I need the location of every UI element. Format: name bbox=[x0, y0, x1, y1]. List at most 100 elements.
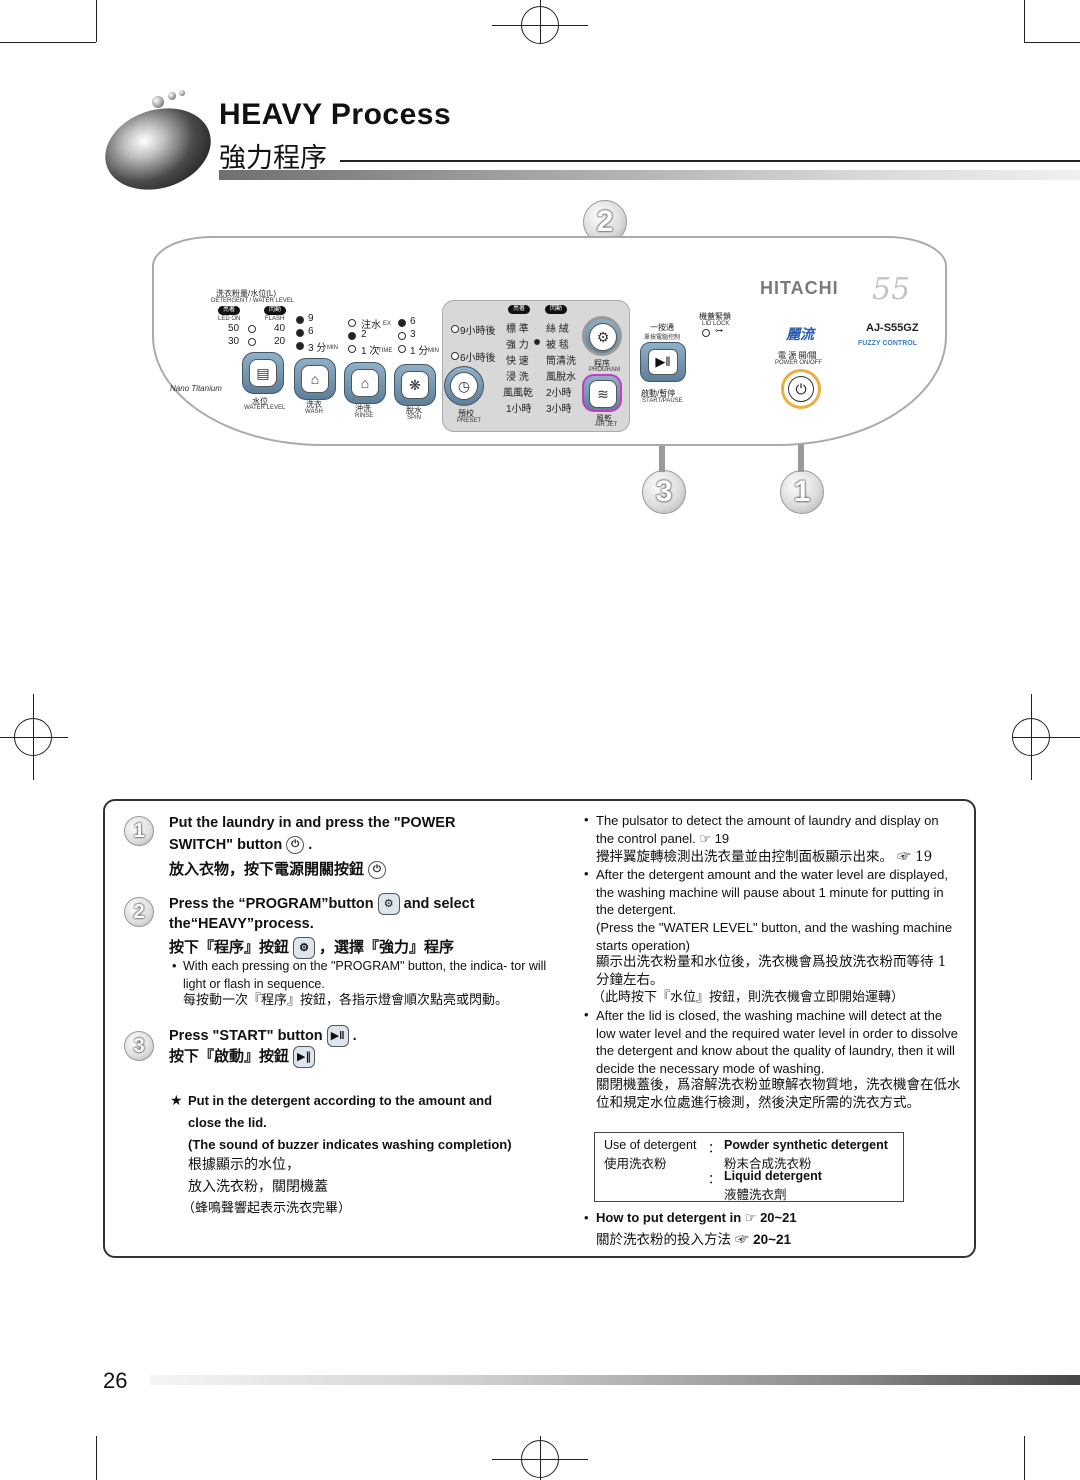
bullet-2-zh: 顯示出洗衣粉量和水位後，洗衣機會爲投放洗衣粉而等待 1 分鐘左右。 bbox=[596, 954, 947, 988]
led-indicator bbox=[398, 345, 406, 353]
led-indicator bbox=[348, 319, 356, 327]
power-en: POWER ON/OFF bbox=[775, 360, 822, 366]
reference-hand-icon: ☞ bbox=[699, 830, 712, 846]
step-2-en-line1: Press the “PROGRAM”button⚙and select bbox=[169, 893, 475, 915]
crop-mark bbox=[1024, 1436, 1025, 1480]
program-2h: 2小時 bbox=[546, 388, 572, 399]
program-soak: 浸 洗 bbox=[506, 372, 529, 383]
water-20: 20 bbox=[274, 336, 286, 347]
star-note-zh-1: 根據顯示的水位， bbox=[188, 1157, 300, 1173]
led-indicator bbox=[296, 316, 304, 324]
led-indicator bbox=[296, 329, 304, 337]
how-to-detergent-en: How to put detergent in ☞ 20~21 bbox=[596, 1210, 797, 1226]
bubble-dot-icon bbox=[168, 92, 176, 100]
program-tub-clean: 筒清洗 bbox=[546, 356, 576, 367]
bubble-dot-icon bbox=[152, 96, 164, 108]
spin-3: 3 bbox=[410, 329, 416, 340]
detergent-label-zh: 洗衣粉量/水位(L) bbox=[216, 289, 276, 298]
water-level-button[interactable]: ▤ bbox=[242, 352, 284, 394]
callout-3: 3 bbox=[642, 470, 686, 514]
clock-icon: ◷ bbox=[450, 372, 478, 400]
program-icon: ⚙ bbox=[377, 893, 400, 915]
star-note-en-1: Put in the detergent according to the am… bbox=[188, 1093, 493, 1108]
preset-zh: 預校 bbox=[458, 409, 474, 418]
program-silk: 絲 絨 bbox=[546, 324, 569, 335]
bullet-1-ref: 19 bbox=[714, 830, 730, 846]
preset-button[interactable]: ◷ bbox=[444, 366, 484, 406]
water-level-zh: 水位 bbox=[252, 397, 268, 406]
led-on-en: LED ON bbox=[218, 316, 241, 322]
led-indicator bbox=[451, 325, 459, 333]
water-40: 40 bbox=[274, 323, 286, 334]
preset-en: PRESET bbox=[457, 418, 482, 424]
program-normal: 標 準 bbox=[506, 324, 529, 335]
step-3-en-end: . bbox=[352, 1027, 357, 1044]
program-icon: ⚙ bbox=[589, 323, 617, 351]
water-level-en: WATER LEVEL bbox=[244, 405, 286, 411]
page-title-en: HEAVY Process bbox=[219, 98, 452, 131]
led-indicator bbox=[296, 342, 304, 350]
hitachi-logo: HITACHI bbox=[760, 278, 839, 298]
wash-shirt-icon: ⌂ bbox=[301, 365, 329, 393]
callout-1-arrow bbox=[798, 426, 804, 472]
bubble-dot-icon bbox=[179, 90, 185, 96]
program-blanket: 被 毯 bbox=[546, 340, 569, 351]
step-3-zh-text: 按下『啟動』按鈕 bbox=[169, 1047, 290, 1065]
step-1-en-end: . bbox=[308, 836, 313, 853]
how-to-detergent-zh-ref: 20~21 bbox=[753, 1232, 792, 1247]
wash-en: WASH bbox=[305, 409, 323, 415]
reference-hand-icon: ☞ bbox=[744, 1210, 757, 1225]
program-wind-deh: 風脫水 bbox=[546, 372, 576, 383]
reference-hand-icon: ☞ bbox=[735, 1232, 749, 1248]
rinse-en: RINSE bbox=[355, 413, 374, 419]
registration-mark bbox=[0, 737, 68, 738]
table-colon: ： bbox=[708, 1172, 721, 1186]
spin-en: SPIN bbox=[407, 415, 422, 421]
led-indicator bbox=[398, 319, 406, 327]
nano-titanium-logo: Nano Titanium bbox=[170, 384, 222, 393]
led-on-pill: 亮著 bbox=[218, 306, 240, 315]
air-jet-zh: 風乾 bbox=[596, 414, 612, 423]
spin-1: 1 分 bbox=[410, 346, 429, 357]
start-pause-button[interactable]: ▶‖ bbox=[640, 342, 686, 382]
step-2-zh: 按下『程序』按鈕⚙，選擇『強力』程序 bbox=[169, 936, 454, 959]
flash-en: FLASH bbox=[265, 316, 285, 322]
step-2-note-zh: 每按動一次『程序』按鈕，各指示燈會順次點亮或閃動。 bbox=[183, 993, 509, 1008]
water-level-icon: ▤ bbox=[249, 359, 277, 387]
program-button[interactable]: ⚙ bbox=[582, 316, 622, 356]
start-pause-zh: 啟動/暫停 bbox=[641, 389, 676, 398]
crop-mark bbox=[1024, 0, 1025, 42]
registration-mark bbox=[33, 694, 34, 780]
spin-button[interactable]: ❋ bbox=[394, 364, 436, 406]
step-1-en-text: SWITCH" button bbox=[169, 836, 283, 853]
how-to-detergent-zh-text: 關於洗衣粉的投入方法 bbox=[596, 1232, 731, 1248]
rinse-button[interactable]: ⌂ bbox=[344, 362, 386, 404]
water-30: 30 bbox=[228, 336, 240, 347]
wash-button[interactable]: ⌂ bbox=[294, 358, 336, 400]
air-jet-button[interactable]: ≋ bbox=[582, 374, 622, 412]
step-1-en-line1: Put the laundry in and press the "POWER bbox=[169, 815, 456, 831]
program-1h: 1小時 bbox=[506, 404, 532, 415]
program-zh: 程序 bbox=[594, 359, 610, 368]
table-liquid-zh: 液體洗衣劑 bbox=[724, 1187, 787, 1202]
step-2-en-pre: Press the “PROGRAM”button bbox=[169, 895, 374, 912]
bullet-1-en-text: The pulsator to detect the amount of lau… bbox=[596, 813, 939, 846]
how-to-detergent-text: How to put detergent in bbox=[596, 1210, 742, 1225]
step-2-zh-pre: 按下『程序』按鈕 bbox=[169, 938, 290, 956]
table-powder-en: Powder synthetic detergent bbox=[724, 1138, 888, 1152]
program-sweet-air: 風風乾 bbox=[503, 388, 533, 399]
star-icon: ★ bbox=[170, 1092, 183, 1108]
step-2-number: 2 bbox=[124, 897, 154, 927]
crop-mark bbox=[0, 42, 96, 43]
power-switch-button[interactable]: ⏻ bbox=[781, 369, 821, 409]
preset-9h: 9小時後 bbox=[460, 326, 496, 337]
step-3-zh: 按下『啟動』按鈕▶‖ bbox=[169, 1045, 319, 1068]
star-note-zh-2: 放入洗衣粉，關閉機蓋 bbox=[188, 1179, 328, 1195]
bullet-1-en: The pulsator to detect the amount of lau… bbox=[596, 812, 960, 847]
bullet-1-zh: 攪拌翼旋轉檢測出洗衣量並由控制面板顯示出來。 ☞ 19 bbox=[596, 848, 932, 866]
power-icon: ⏻ bbox=[286, 836, 305, 854]
model-number: AJ-S55GZ bbox=[866, 322, 919, 334]
step-3-en: Press "START" button▶‖. bbox=[169, 1025, 357, 1047]
bullet-3-zh: 關閉機蓋後，爲溶解洗衣粉並瞭解衣物質地，洗衣機會在低水位和規定水位處進行檢測，然… bbox=[596, 1077, 961, 1111]
led-indicator bbox=[248, 325, 256, 333]
